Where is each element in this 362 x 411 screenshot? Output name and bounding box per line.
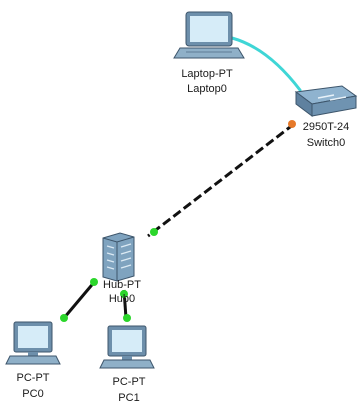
device-laptop0[interactable]: Laptop-PT Laptop0 (173, 11, 245, 95)
device-name-label: Laptop0 (187, 83, 227, 95)
link-status-dot-switch0-end (288, 120, 296, 128)
link-status-layer (60, 120, 296, 322)
hub-icon (102, 232, 135, 282)
link-status-dot-hub0-pc1 (120, 290, 128, 298)
device-model-label: 2950T-24 (303, 121, 349, 133)
device-model-label: PC-PT (113, 376, 146, 388)
link-status-dot-hub0-pc0 (90, 278, 98, 286)
pc-icon (99, 325, 155, 369)
pc-icon (5, 321, 61, 365)
device-model-label: PC-PT (17, 372, 50, 384)
link-switch0-hub0[interactable] (147, 122, 295, 238)
device-model-label: Hub-PT (103, 279, 141, 291)
device-pc1[interactable]: PC-PT PC1 (99, 325, 155, 404)
link-status-dot-pc1 (123, 314, 131, 322)
device-name-label: Hub0 (109, 293, 135, 305)
link-status-dot-pc0 (60, 314, 68, 322)
device-switch0[interactable]: 2950T-24 Switch0 (294, 85, 358, 149)
link-laptop0-switch0[interactable] (230, 36, 302, 92)
laptop-icon (173, 11, 245, 59)
device-name-label: Switch0 (307, 137, 346, 149)
device-name-label: PC1 (118, 392, 139, 404)
links-layer (62, 36, 302, 319)
switch-icon (294, 85, 358, 117)
device-hub0[interactable]: Hub-PT Hub0 (102, 232, 141, 305)
link-status-dot-hub0-uplink (150, 228, 158, 236)
device-model-label: Laptop-PT (181, 68, 233, 80)
device-name-label: PC0 (22, 388, 43, 400)
device-pc0[interactable]: PC-PT PC0 (5, 321, 61, 400)
link-hub0-pc0[interactable] (62, 279, 98, 319)
